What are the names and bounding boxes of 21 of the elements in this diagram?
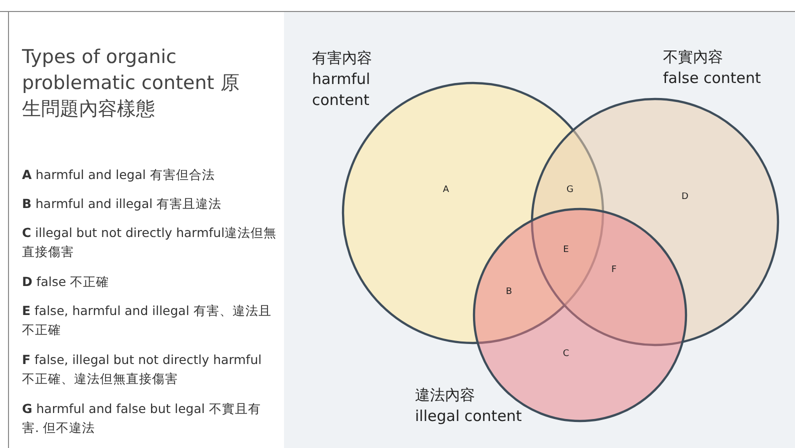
region-letter: F: [611, 265, 617, 275]
set-label: 不實內容: [663, 47, 724, 68]
region-letter: C: [562, 349, 570, 359]
legend-entry: B harmful and illegal 有害且違法: [22, 195, 223, 213]
region-letter: G: [566, 185, 574, 195]
legend-entry: G harmful and false but legal 不實且有害. 但不違法: [22, 400, 262, 437]
legend-entry: C illegal but not directly harmful違法但無直接傷害: [22, 224, 277, 261]
region-letter: D: [682, 192, 688, 202]
region-letter: A: [442, 185, 450, 195]
legend-entry: D false 不正確: [22, 273, 110, 291]
set-label: harmful content: [312, 69, 372, 111]
title: Types of organic problematic content 原生問題內容樣態: [22, 45, 240, 122]
legend-entry: F false, illegal but not directly harmful 不正確、違法但無直接傷害: [22, 351, 263, 388]
set-label: 有害內容: [312, 48, 373, 69]
set-label: illegal content: [415, 406, 522, 427]
set-label: 違法內容: [415, 385, 476, 406]
set-label: false content: [663, 68, 761, 89]
legend-entry: A harmful and legal 有害但合法: [22, 166, 216, 184]
region-letter: E: [563, 245, 569, 255]
legend-entry: E false, harmful and illegal 有害、違法且不正確: [22, 302, 272, 339]
region-letter: B: [506, 287, 512, 297]
